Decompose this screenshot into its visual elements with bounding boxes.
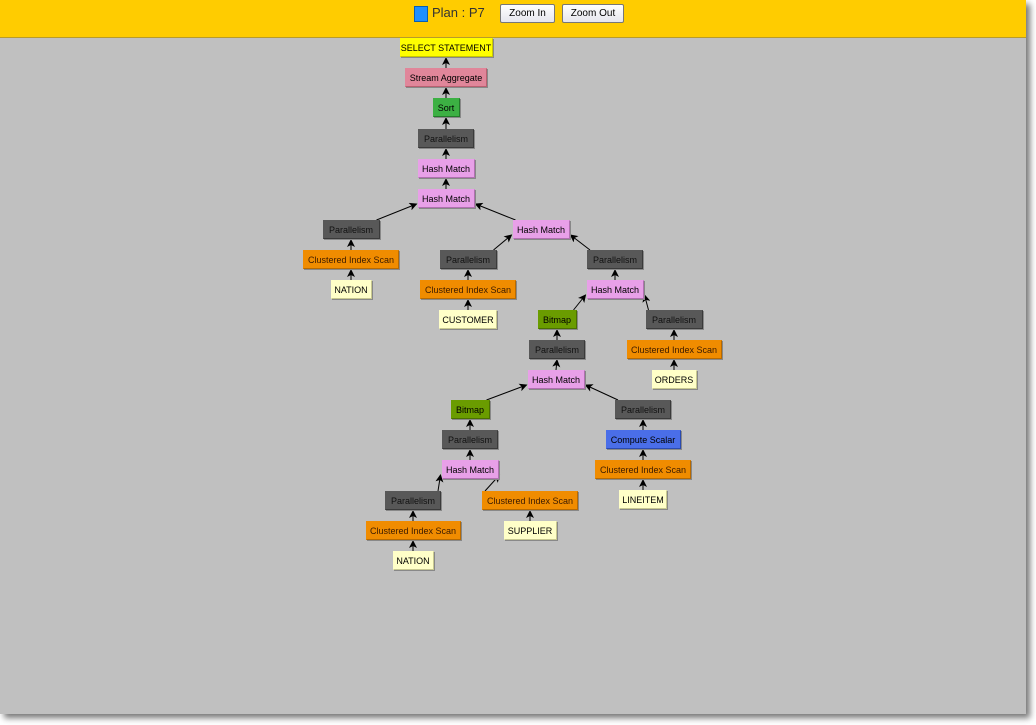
plan-node-supplier[interactable]: SUPPLIER	[503, 521, 557, 540]
plan-node-hash-match[interactable]: Hash Match	[527, 370, 585, 389]
plan-node-parallelism[interactable]: Parallelism	[587, 250, 643, 269]
zoom-in-button[interactable]: Zoom In	[500, 4, 555, 23]
plan-node-parallelism[interactable]: Parallelism	[439, 250, 497, 269]
plan-title: Plan : P7	[432, 5, 485, 20]
plan-node-hash-match[interactable]: Hash Match	[512, 220, 570, 239]
plan-edge-arrow	[584, 384, 619, 401]
plan-node-orders[interactable]: ORDERS	[651, 370, 697, 389]
plan-node-hash-match[interactable]: Hash Match	[417, 189, 475, 208]
plan-node-nation[interactable]: NATION	[330, 280, 372, 299]
plan-edge-arrow	[569, 234, 591, 251]
plan-node-clustered-index-scan[interactable]: Clustered Index Scan	[595, 460, 691, 479]
plan-node-parallelism[interactable]: Parallelism	[418, 129, 474, 148]
plan-node-clustered-index-scan[interactable]: Clustered Index Scan	[626, 340, 722, 359]
plan-node-stream-aggregate[interactable]: Stream Aggregate	[405, 68, 487, 87]
plan-node-clustered-index-scan[interactable]: Clustered Index Scan	[365, 521, 461, 540]
plan-node-hash-match[interactable]: Hash Match	[586, 280, 644, 299]
plan-node-hash-match[interactable]: Hash Match	[441, 460, 499, 479]
plan-node-hash-match[interactable]: Hash Match	[417, 159, 475, 178]
plan-node-sort[interactable]: Sort	[432, 98, 460, 117]
plan-edge-arrow	[376, 202, 418, 221]
plan-edge-arrow	[642, 294, 651, 311]
zoom-out-button[interactable]: Zoom Out	[562, 4, 624, 23]
plan-node-parallelism[interactable]: Parallelism	[385, 491, 441, 510]
plan-node-clustered-index-scan[interactable]: Clustered Index Scan	[482, 491, 578, 510]
plan-edge-arrow	[552, 359, 561, 371]
plan-edges	[347, 57, 678, 551]
plan-node-clustered-index-scan[interactable]: Clustered Index Scan	[303, 250, 399, 269]
plan-node-lineitem[interactable]: LINEITEM	[619, 490, 667, 509]
plan-node-parallelism[interactable]: Parallelism	[322, 220, 380, 239]
plan-node-select-statement[interactable]: SELECT STATEMENT	[399, 38, 493, 57]
plan-edge-arrow	[474, 202, 516, 221]
plan-edge-arrow	[435, 474, 444, 492]
toolbar: Plan : P7 Zoom In Zoom Out	[0, 0, 1026, 38]
plan-node-customer[interactable]: CUSTOMER	[439, 310, 497, 329]
plan-edge-arrow	[486, 383, 528, 401]
plan-node-nation[interactable]: NATION	[392, 551, 434, 570]
plan-node-parallelism[interactable]: Parallelism	[615, 400, 671, 419]
plan-icon	[414, 6, 428, 22]
plan-edge-arrow	[573, 294, 587, 311]
plan-node-bitmap[interactable]: Bitmap	[450, 400, 490, 419]
plan-node-parallelism[interactable]: Parallelism	[645, 310, 703, 329]
plan-node-compute-scalar[interactable]: Compute Scalar	[605, 430, 681, 449]
plan-node-parallelism[interactable]: Parallelism	[442, 430, 498, 449]
plan-node-parallelism[interactable]: Parallelism	[529, 340, 585, 359]
plan-edge-arrow	[493, 234, 513, 251]
plan-node-bitmap[interactable]: Bitmap	[537, 310, 577, 329]
plan-node-clustered-index-scan[interactable]: Clustered Index Scan	[420, 280, 516, 299]
